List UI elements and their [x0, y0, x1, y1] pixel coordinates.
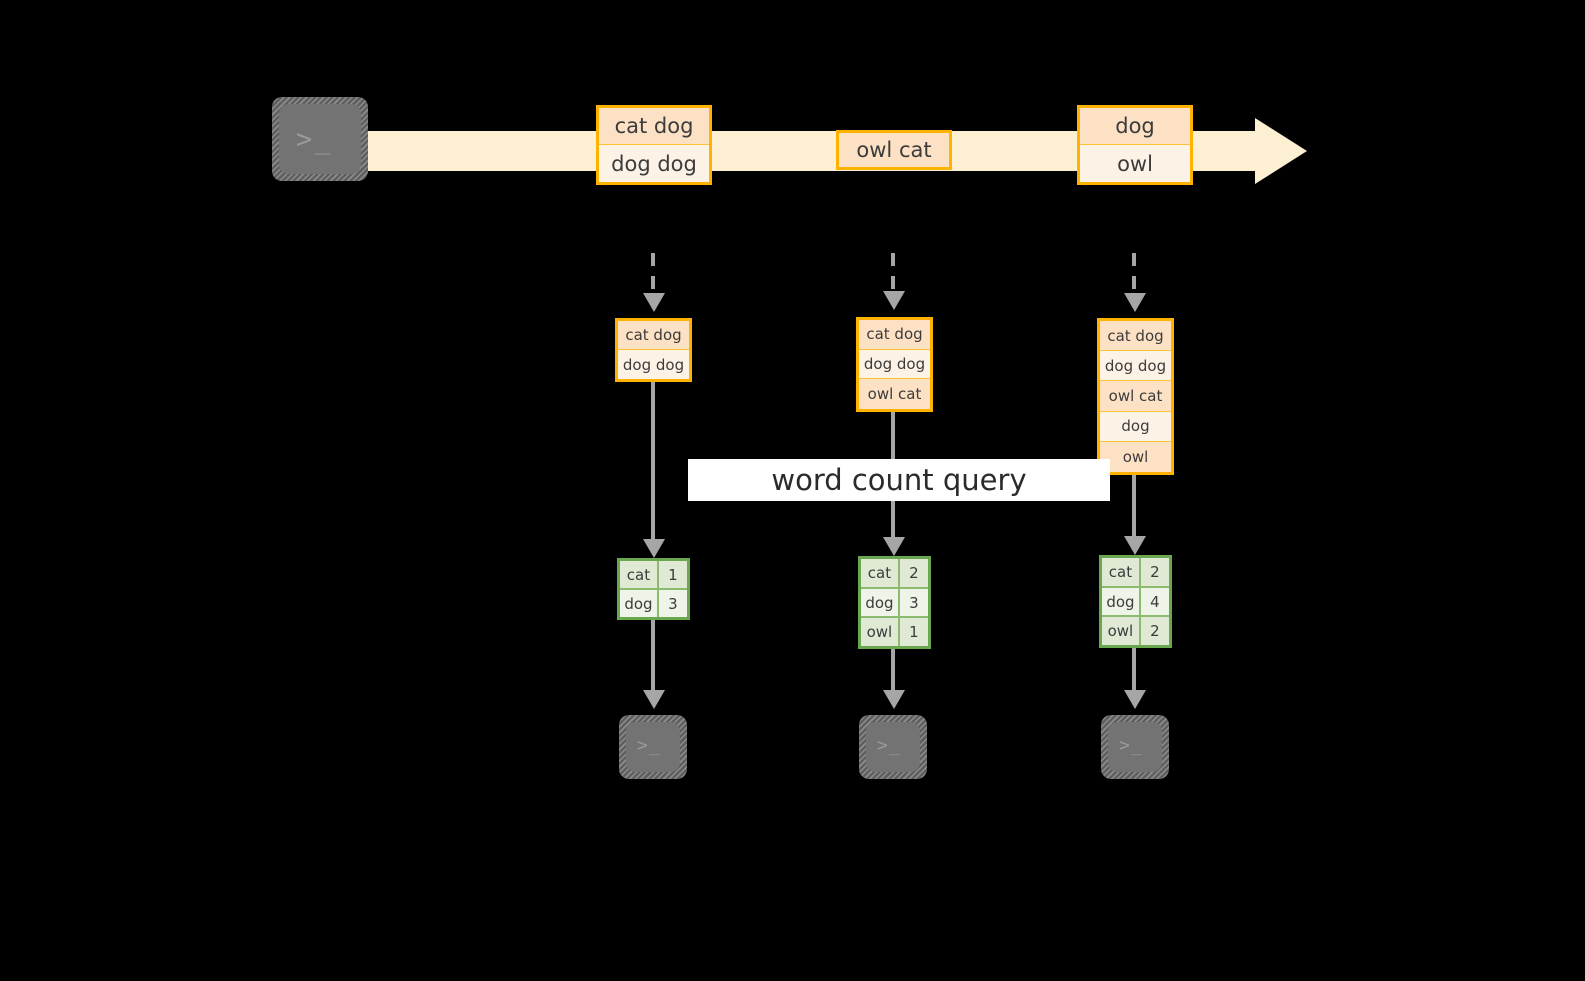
input-row: dog	[1100, 411, 1171, 442]
input-row: owl	[1100, 441, 1171, 472]
trigger-2-dashed-connector	[891, 253, 895, 295]
result-row: dog 4	[1102, 587, 1169, 618]
result-word: cat	[1102, 558, 1141, 586]
stream-arrowhead	[1255, 118, 1307, 184]
terminal-face	[1108, 722, 1162, 772]
trigger-1-query-connector	[651, 381, 655, 544]
input-row: dog dog	[618, 350, 689, 379]
result-row: cat 1	[620, 561, 687, 590]
result-count: 2	[899, 559, 928, 587]
result-count: 4	[1140, 587, 1169, 616]
result-row: cat 2	[861, 559, 928, 589]
trigger-3-dashed-connector	[1132, 253, 1136, 295]
result-row: dog 3	[620, 590, 687, 617]
trigger-1-dashed-arrowhead	[643, 293, 665, 312]
trigger-2-sink-arrowhead	[883, 690, 905, 709]
trigger-2-sink-connector	[891, 648, 895, 694]
result-word: owl	[1102, 617, 1141, 646]
trigger-3-result-table[interactable]: cat 2 dog 4 owl 2	[1099, 555, 1172, 648]
result-word: cat	[620, 561, 659, 588]
result-word: dog	[1102, 587, 1141, 616]
trigger-2-sink-terminal-icon[interactable]: >_	[859, 715, 927, 779]
trigger-1-sink-arrowhead	[643, 690, 665, 709]
result-count: 1	[899, 618, 928, 647]
stream-batch-1[interactable]: cat dog dog dog	[596, 105, 712, 185]
stream-record: owl	[1080, 145, 1190, 182]
terminal-prompt-glyph: >_	[877, 735, 901, 756]
terminal-prompt-glyph: >_	[1119, 735, 1143, 756]
result-row: dog 3	[861, 588, 928, 619]
stream-batch-2[interactable]: owl cat	[836, 130, 952, 170]
trigger-3-sink-connector	[1132, 647, 1136, 694]
result-count: 2	[1140, 617, 1169, 646]
result-row: cat 2	[1102, 558, 1169, 588]
input-row: owl cat	[1100, 381, 1171, 412]
stream-record: dog	[1080, 108, 1190, 146]
input-row: dog dog	[859, 349, 930, 380]
source-terminal-icon[interactable]: >_	[272, 97, 368, 181]
trigger-1-result-table[interactable]: cat 1 dog 3	[617, 558, 690, 620]
input-row: owl cat	[859, 379, 930, 410]
result-word: dog	[620, 590, 659, 617]
trigger-3-sink-terminal-icon[interactable]: >_	[1101, 715, 1169, 779]
trigger-3-query-arrowhead	[1124, 536, 1146, 555]
trigger-2-dashed-arrowhead	[883, 291, 905, 310]
trigger-2-input-table[interactable]: cat dog dog dog owl cat	[856, 317, 933, 412]
stream-batch-3[interactable]: dog owl	[1077, 105, 1193, 185]
result-word: owl	[861, 618, 900, 647]
input-row: cat dog	[618, 321, 689, 351]
result-word: cat	[861, 559, 900, 587]
stream-record: cat dog	[599, 108, 709, 146]
trigger-1-dashed-connector	[651, 253, 655, 295]
input-row: dog dog	[1100, 351, 1171, 382]
result-count: 3	[658, 590, 687, 617]
terminal-face	[279, 104, 361, 174]
query-caption: word count query	[688, 459, 1110, 501]
trigger-2-result-table[interactable]: cat 2 dog 3 owl 1	[858, 556, 931, 649]
trigger-3-sink-arrowhead	[1124, 690, 1146, 709]
trigger-3-input-table[interactable]: cat dog dog dog owl cat dog owl	[1097, 318, 1174, 475]
terminal-prompt-glyph: >_	[296, 124, 333, 155]
trigger-1-sink-terminal-icon[interactable]: >_	[619, 715, 687, 779]
terminal-face	[626, 722, 680, 772]
trigger-1-input-table[interactable]: cat dog dog dog	[615, 318, 692, 382]
trigger-3-query-connector	[1132, 474, 1136, 540]
stream-record: owl cat	[839, 133, 949, 167]
trigger-3-dashed-arrowhead	[1124, 293, 1146, 312]
input-row: cat dog	[1100, 321, 1171, 352]
input-row: cat dog	[859, 320, 930, 350]
trigger-2-query-arrowhead	[883, 537, 905, 556]
result-row: owl 2	[1102, 617, 1169, 646]
terminal-face	[866, 722, 920, 772]
terminal-prompt-glyph: >_	[637, 735, 661, 756]
result-count: 3	[899, 588, 928, 617]
stream-record: dog dog	[599, 145, 709, 182]
result-count: 1	[658, 561, 687, 588]
result-count: 2	[1140, 558, 1169, 586]
result-row: owl 1	[861, 618, 928, 647]
result-word: dog	[861, 588, 900, 617]
trigger-1-sink-connector	[651, 619, 655, 694]
trigger-1-query-arrowhead	[643, 539, 665, 558]
